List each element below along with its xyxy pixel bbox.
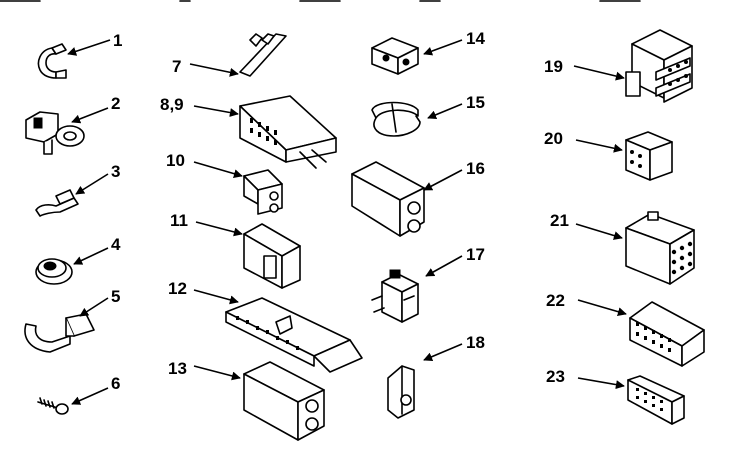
arrow-2: [71, 107, 109, 124]
part-23-connector: [627, 375, 685, 425]
arrow-22: [577, 299, 627, 317]
part-17-block: [371, 269, 419, 323]
arrow-5: [79, 297, 109, 317]
part-6-screw: [37, 397, 69, 415]
part-16-housing: [351, 161, 425, 237]
part-1-clip: [37, 43, 67, 79]
arrow-20: [575, 139, 623, 153]
arrow-8-9: [193, 105, 239, 117]
arrow-10: [193, 161, 243, 179]
callout-20: 20: [544, 129, 563, 148]
part-19-connector: [625, 29, 693, 103]
part-14-plug: [371, 37, 419, 75]
part-13-housing: [243, 361, 325, 441]
arrow-18: [423, 343, 463, 362]
callout-16: 16: [466, 159, 485, 178]
part-18-bracket: [387, 365, 415, 419]
part-2-cable-clamp: [25, 111, 85, 155]
callout-12: 12: [168, 279, 187, 298]
arrow-6: [71, 387, 109, 405]
callout-3: 3: [111, 162, 120, 181]
arrow-13: [193, 365, 241, 381]
callout-15: 15: [466, 93, 485, 112]
callout-7: 7: [172, 57, 181, 76]
arrow-17: [425, 255, 463, 277]
part-3-wire-clip: [35, 189, 79, 217]
callout-1: 1: [113, 31, 122, 50]
callout-11: 11: [170, 211, 188, 230]
callout-2: 2: [111, 94, 120, 113]
arrow-14: [423, 39, 463, 56]
part-10-connector: [243, 169, 283, 215]
arrow-12: [193, 289, 239, 305]
arrow-3: [75, 173, 109, 195]
part-12-terminal-block: [225, 297, 363, 373]
part-15-sleeve: [371, 101, 421, 137]
arrow-23: [577, 377, 625, 390]
part-21-cube-connector: [625, 211, 695, 285]
arrow-7: [189, 63, 239, 77]
arrow-11: [195, 221, 243, 237]
part-22-connector: [629, 301, 705, 367]
arrow-19: [573, 65, 625, 81]
arrow-4: [73, 247, 109, 265]
callout-19: 19: [544, 57, 563, 76]
part-11-housing: [243, 223, 301, 289]
callout-8-9: 8,9: [160, 95, 184, 114]
callout-4: 4: [111, 235, 121, 254]
callout-5: 5: [111, 287, 120, 306]
callout-23: 23: [546, 367, 565, 386]
callout-22: 22: [546, 291, 565, 310]
callout-17: 17: [466, 245, 485, 264]
part-8-9-housing: [239, 95, 337, 169]
arrow-1: [67, 39, 111, 56]
part-7-strip: [239, 33, 287, 77]
callout-18: 18: [466, 333, 485, 352]
part-20-cube-connector: [625, 131, 673, 181]
arrow-21: [575, 223, 623, 240]
part-5-strap-clamp: [24, 313, 95, 353]
part-4-grommet: [35, 258, 73, 285]
callout-13: 13: [168, 359, 187, 378]
callout-14: 14: [466, 29, 485, 48]
callout-6: 6: [111, 374, 120, 393]
callout-21: 21: [550, 211, 569, 230]
arrow-15: [427, 103, 463, 120]
arrow-16: [423, 169, 463, 191]
callout-10: 10: [166, 151, 185, 170]
